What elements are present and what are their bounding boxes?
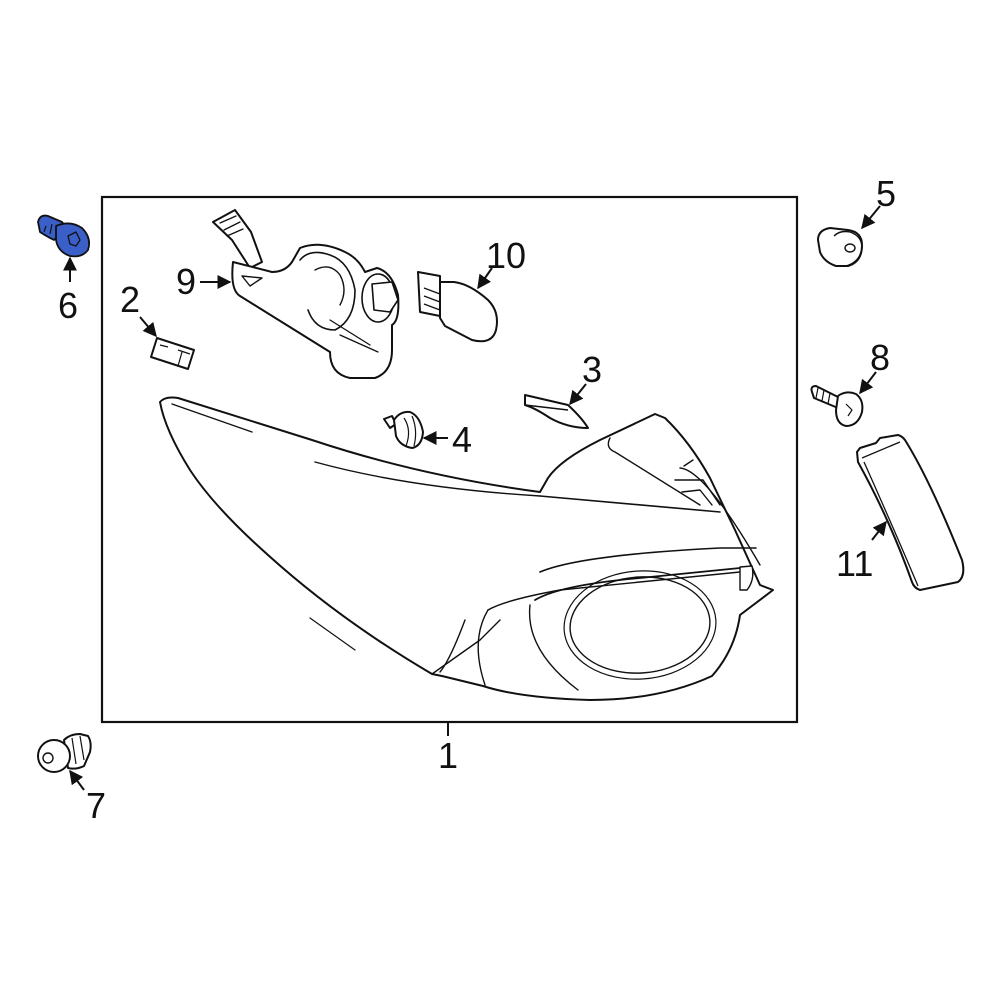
callout-label-8[interactable]: 8 xyxy=(870,337,891,378)
callout-label-6[interactable]: 6 xyxy=(58,285,79,326)
callout-8-arrow xyxy=(859,371,877,395)
callout-label-4[interactable]: 4 xyxy=(452,419,473,460)
callout-label-5[interactable]: 5 xyxy=(876,173,897,214)
callout-3-arrow xyxy=(569,383,587,406)
nut-retainer-part-5[interactable] xyxy=(817,227,863,267)
callout-11-arrow xyxy=(871,520,887,541)
trim-insert-part-3[interactable] xyxy=(524,394,589,429)
callout-label-1[interactable]: 1 xyxy=(438,735,459,776)
mounting-screw-part-6[interactable] xyxy=(37,214,91,258)
callout-label-10[interactable]: 10 xyxy=(486,235,527,276)
assembly-frame xyxy=(100,195,799,724)
callout-label-7[interactable]: 7 xyxy=(86,785,107,826)
headlamp-assembly-part-1[interactable] xyxy=(159,396,774,701)
callout-7-arrow xyxy=(69,769,85,791)
callout-10-arrow xyxy=(477,267,493,290)
callout-label-2[interactable]: 2 xyxy=(120,279,141,320)
callout-label-3[interactable]: 3 xyxy=(582,349,603,390)
bolt-part-8[interactable] xyxy=(810,385,864,427)
callout-2-arrow xyxy=(139,316,157,338)
callout-label-11[interactable]: 11 xyxy=(836,543,874,584)
push-clip-part-4[interactable] xyxy=(383,410,424,449)
bulb-part-10[interactable] xyxy=(417,271,498,343)
socket-and-wiring-part-9[interactable] xyxy=(212,209,400,379)
pad-part-2[interactable] xyxy=(150,337,195,370)
callout-5-arrow xyxy=(861,205,881,230)
push-pin-part-7[interactable] xyxy=(37,733,92,773)
callout-label-9[interactable]: 9 xyxy=(176,261,197,302)
cover-panel-part-11[interactable] xyxy=(856,434,965,591)
